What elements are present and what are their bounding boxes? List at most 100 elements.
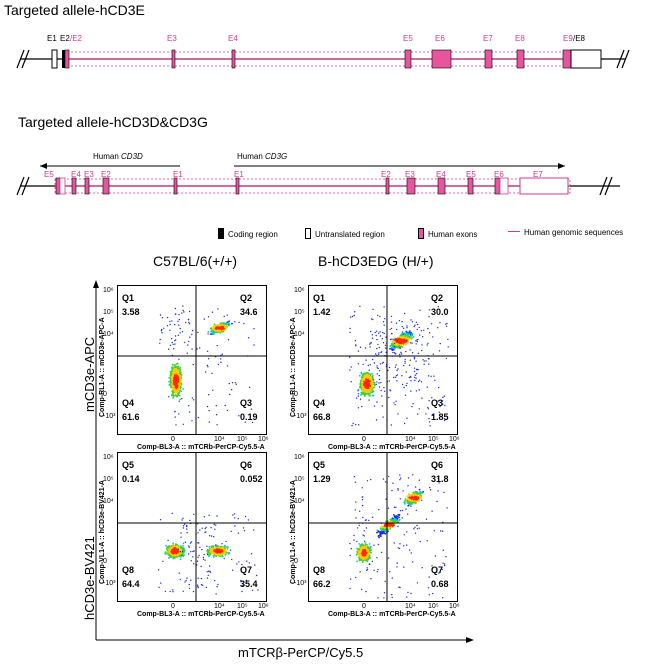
exon-label: E1 xyxy=(47,34,57,43)
exon-label: E5 xyxy=(466,170,476,179)
quadrant-name: Q2 xyxy=(240,293,253,303)
y-axis-title-top: mCD3e-APC xyxy=(82,336,97,412)
quadrant-value: 0.68 xyxy=(431,579,449,589)
quadrant-value: 0.052 xyxy=(240,474,263,484)
quadrant-name: Q7 xyxy=(431,565,444,575)
y-tick-label: 10⁵ xyxy=(294,476,305,483)
y-tick-label: 10⁵ xyxy=(103,476,114,483)
allele1-title: Targeted allele-hCD3E xyxy=(4,2,145,18)
exon-e5 xyxy=(404,49,412,69)
exon-label: E7 xyxy=(483,34,493,43)
plot-y-axis-label: Comp-RL1-A :: mCD3e-APC-A xyxy=(99,317,106,417)
exon-label: E3 xyxy=(405,170,415,179)
x-tick-label: 0 xyxy=(171,603,175,610)
x-tick-label: 10⁶ xyxy=(258,603,269,610)
exon-label: E2 xyxy=(381,170,391,179)
quadrant-value: 35.4 xyxy=(240,579,258,589)
human-exon-swatch xyxy=(418,228,424,239)
x-axis-title: mTCRβ-PerCP/Cy5.5 xyxy=(238,645,364,660)
quadrant-value: 1.29 xyxy=(313,474,331,484)
quadrant-value: 1.42 xyxy=(313,307,331,317)
y-tick-label: 10⁶ xyxy=(294,454,305,461)
exon-label: E8 xyxy=(515,34,525,43)
y-tick-label: 0 xyxy=(103,558,107,565)
x-tick-label: 10⁶ xyxy=(449,436,460,443)
plot-x-axis-label: Comp-BL3-A :: mTCRb-PerCP-Cy5.5-A xyxy=(328,611,456,618)
allele1-diagram xyxy=(16,49,630,69)
exon-label: E2 xyxy=(60,34,70,43)
exon-label: E6 xyxy=(435,34,445,43)
y-tick-label: 0 xyxy=(294,391,298,398)
quadrant-value: 61.6 xyxy=(122,412,140,422)
x-tick-label: 10⁴ xyxy=(214,436,225,443)
quadrant-value: 66.8 xyxy=(313,412,331,422)
strain-right: B-hCD3EDG (H/+) xyxy=(318,253,434,269)
exon-e2 xyxy=(62,50,65,68)
x-tick-label: 10⁶ xyxy=(258,436,269,443)
x-tick-label: 10⁴ xyxy=(214,603,225,610)
scatter-points xyxy=(309,286,457,434)
y-tick-label: 0 xyxy=(103,391,107,398)
quadrant-name: Q6 xyxy=(431,460,444,470)
x-tick-label: 10⁴ xyxy=(405,603,416,610)
y-tick-label: -10³ xyxy=(294,580,307,587)
quadrant-value: 66.2 xyxy=(313,579,331,589)
plot-x-axis-label: Comp-BL3-A :: mTCRb-PerCP-Cy5.5-A xyxy=(137,611,265,618)
quadrant-name: Q6 xyxy=(240,460,253,470)
quadrant-name: Q4 xyxy=(122,398,135,408)
y-tick-label: 10⁵ xyxy=(103,309,114,316)
y-tick-label: -10³ xyxy=(103,413,116,420)
quadrant-name: Q5 xyxy=(313,460,326,470)
exon-label: E5 xyxy=(44,170,54,179)
y-tick-label: 10⁴ xyxy=(103,498,114,505)
exon-e3 xyxy=(171,49,176,69)
quadrant-value: 64.4 xyxy=(122,579,140,589)
x-tick-label: 0 xyxy=(362,603,366,610)
y-tick-label: 10⁶ xyxy=(294,287,305,294)
exon-label: /E8 xyxy=(573,34,586,43)
quadrant-name: Q1 xyxy=(122,293,135,303)
utr-swatch xyxy=(305,228,311,239)
exon-label: E7 xyxy=(533,170,543,179)
quadrant-name: Q7 xyxy=(240,565,253,575)
y-tick-label: 10⁴ xyxy=(103,331,114,338)
y-axis-title-bottom: hCD3e-BV421 xyxy=(82,536,97,620)
x-tick-label: 10⁶ xyxy=(449,603,460,610)
gene-cd3g-label: Human CD3G xyxy=(237,152,288,161)
genomic-line-swatch xyxy=(508,231,520,232)
exon-e7 xyxy=(484,49,493,69)
quadrant-value: 0.19 xyxy=(240,412,258,422)
legend-human-exons: Human exons xyxy=(418,228,477,239)
x-tick-label: 10⁴ xyxy=(405,436,416,443)
legend-genomic: Human genomic sequences xyxy=(508,228,623,237)
x-tick-label: 10⁵ xyxy=(237,436,248,443)
scatter-points xyxy=(309,453,457,601)
y-tick-label: -10³ xyxy=(103,580,116,587)
exon-label: E2 xyxy=(101,170,111,179)
quadrant-name: Q5 xyxy=(122,460,135,470)
y-tick-label: 10⁴ xyxy=(294,498,305,505)
y-tick-label: 10⁶ xyxy=(103,287,114,294)
x-tick-label: 0 xyxy=(171,436,175,443)
exon-e1 xyxy=(51,49,58,69)
quadrant-name: Q1 xyxy=(313,293,326,303)
y-tick-label: 10⁵ xyxy=(294,309,305,316)
scatter-points xyxy=(118,286,266,434)
exon-label: E1 xyxy=(234,170,244,179)
exon-e2-human xyxy=(64,49,70,69)
x-tick-label: 10⁵ xyxy=(237,603,248,610)
quadrant-name: Q2 xyxy=(431,293,444,303)
y-tick-label: 10⁴ xyxy=(294,331,305,338)
x-tick-label: 0 xyxy=(362,436,366,443)
exon-label: E1 xyxy=(173,170,183,179)
exon-label: E3 xyxy=(167,34,177,43)
quadrant-value: 34.6 xyxy=(240,307,258,317)
exon-e8 xyxy=(516,49,525,69)
y-tick-label: 0 xyxy=(294,558,298,565)
exon-label: /E2 xyxy=(70,34,83,43)
exon-label: E4 xyxy=(71,170,81,179)
